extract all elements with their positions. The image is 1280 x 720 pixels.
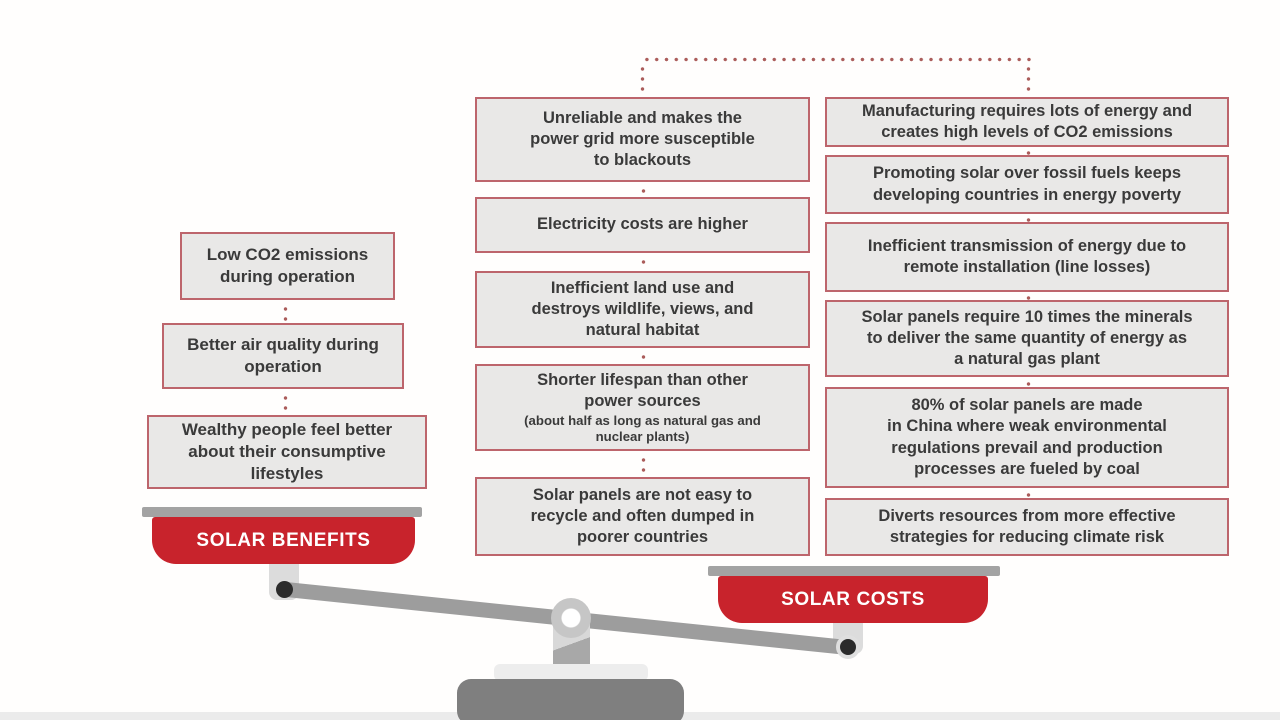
cost-box-energy-poverty: Promoting solar over fossil fuels keeps … [825, 155, 1229, 214]
dotted-connector [283, 393, 288, 412]
cost-box-note: (about half as long as natural gas and n… [524, 412, 761, 444]
cost-box-text: Inefficient land use and destroys wildli… [531, 278, 754, 340]
cost-box-text: Solar panels are not easy to recycle and… [530, 485, 755, 547]
cost-box-text: 80% of solar panels are made in China wh… [887, 396, 1167, 478]
dotted-connector [1026, 379, 1031, 387]
costs-tray-label: SOLAR COSTS [781, 588, 925, 610]
left-beam-joint [276, 581, 293, 598]
benefits-tray: SOLAR BENEFITS [152, 517, 415, 564]
benefits-tray-label: SOLAR BENEFITS [196, 529, 371, 551]
scale-base-plate [494, 664, 648, 681]
cost-box-manufacturing: Manufacturing requires lots of energy an… [825, 97, 1229, 147]
cost-box-text: Solar panels require 10 times the minera… [861, 307, 1193, 369]
dotted-connector [1026, 490, 1031, 498]
scale-pivot-ring [551, 598, 591, 638]
dotted-connector [1026, 148, 1031, 155]
benefits-tray-bar [142, 507, 422, 517]
benefit-box-air-quality: Better air quality during operation [162, 323, 404, 389]
dotted-bracket-horizontal [642, 57, 1034, 62]
cost-box-made-in-china: 80% of solar panels are made in China wh… [825, 387, 1229, 488]
cost-box-electricity-costs: Electricity costs are higher [475, 197, 810, 253]
cost-box-diverts-resources: Diverts resources from more effective st… [825, 498, 1229, 556]
cost-box-land-use: Inefficient land use and destroys wildli… [475, 271, 810, 348]
cost-box-text: Unreliable and makes the power grid more… [530, 108, 755, 170]
dotted-bracket-right-drop [1026, 64, 1031, 96]
benefit-box-text: Wealthy people feel better about their c… [181, 420, 393, 483]
costs-tray: SOLAR COSTS [718, 576, 988, 623]
cost-box-shorter-lifespan: Shorter lifespan than other power source… [475, 364, 810, 451]
cost-box-text: Manufacturing requires lots of energy an… [861, 101, 1193, 141]
dotted-connector [1026, 293, 1031, 300]
dotted-connector [641, 352, 646, 362]
dotted-bracket-left-drop [640, 64, 645, 96]
dotted-connector [1026, 215, 1031, 222]
dotted-connector [641, 257, 646, 267]
cost-box-recycling: Solar panels are not easy to recycle and… [475, 477, 810, 556]
benefit-box-wealthy-people: Wealthy people feel better about their c… [147, 415, 427, 489]
right-beam-joint [836, 635, 860, 659]
dotted-connector [283, 304, 288, 321]
benefit-box-text: Low CO2 emissions during operation [206, 245, 369, 286]
benefit-box-low-co2: Low CO2 emissions during operation [180, 232, 395, 300]
dotted-connector [641, 186, 646, 196]
cost-box-text: Promoting solar over fossil fuels keeps … [872, 164, 1182, 204]
cost-box-unreliable: Unreliable and makes the power grid more… [475, 97, 810, 182]
cost-box-transmission: Inefficient transmission of energy due t… [825, 222, 1229, 292]
cost-box-text: Shorter lifespan than other power source… [537, 371, 748, 411]
scale-base [457, 679, 684, 720]
costs-tray-bar [708, 566, 1000, 576]
cost-box-text: Diverts resources from more effective st… [878, 506, 1176, 546]
cost-box-text: Inefficient transmission of energy due t… [867, 236, 1187, 276]
benefit-box-text: Better air quality during operation [187, 335, 379, 376]
cost-box-text: Electricity costs are higher [537, 215, 748, 234]
dotted-connector [641, 455, 646, 474]
cost-box-minerals: Solar panels require 10 times the minera… [825, 300, 1229, 377]
